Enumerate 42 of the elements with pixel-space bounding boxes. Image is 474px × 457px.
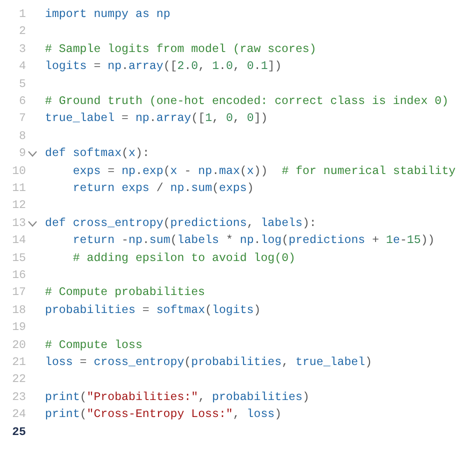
line-number: 19 [11, 320, 26, 336]
code-line: logits = np.array([2.0, 1.0, 0.1]) [45, 59, 282, 76]
line-number: 24 [11, 407, 26, 424]
line-number: 22 [11, 372, 26, 388]
line-number: 14 [11, 233, 26, 250]
line-number: 1 [18, 7, 26, 23]
code-line: loss = cross_entropy(probabilities, true_label) [45, 355, 372, 371]
line-number: 20 [11, 338, 26, 354]
code-line: # adding epsilon to avoid log(0) [72, 250, 296, 267]
code-line: def softmax(x): [45, 146, 150, 162]
code-line: probabilities = softmax(logits) [45, 302, 261, 319]
line-number: 8 [18, 128, 26, 145]
code-line: import numpy as np [45, 7, 170, 23]
line-number: 4 [18, 59, 26, 76]
line-number: 21 [11, 355, 26, 371]
code-line: # Ground truth (one-hot encoded: correct class is index 0) [45, 94, 449, 110]
code-line: def cross_entropy(predictions, labels): [45, 216, 316, 232]
code-line: print("Probabilities:", probabilities) [45, 390, 310, 406]
code-line: return exps / np.sum(exps) [72, 181, 254, 197]
code-line: return -np.sum(labels * np.log(predictions + 1e-15)) [72, 233, 435, 250]
line-number: 11 [11, 181, 26, 197]
line-number: 6 [18, 94, 26, 110]
code-line: # Compute probabilities [45, 285, 206, 302]
line-number: 18 [11, 302, 26, 319]
code-line: print("Cross-Entropy Loss:", loss) [45, 407, 282, 424]
line-number: 12 [11, 198, 26, 214]
code-line: # Sample logits from model (raw scores) [45, 42, 316, 58]
line-number: 16 [11, 268, 26, 284]
line-number: 9 [18, 146, 26, 162]
line-number: 15 [11, 250, 26, 267]
code-line: exps = np.exp(x - np.max(x)) # for numerical stability [72, 164, 456, 180]
code-line: true_label = np.array([1, 0, 0]) [45, 111, 268, 128]
line-number: 13 [11, 216, 26, 232]
line-number: 7 [18, 111, 26, 128]
line-number: 25 [11, 424, 26, 441]
line-number: 10 [11, 164, 26, 180]
line-number: 3 [18, 42, 26, 58]
code-line: # Compute loss [45, 338, 142, 354]
line-number: 23 [11, 390, 26, 406]
line-number: 2 [18, 24, 26, 40]
line-number: 17 [11, 285, 26, 302]
line-number: 5 [18, 76, 26, 93]
